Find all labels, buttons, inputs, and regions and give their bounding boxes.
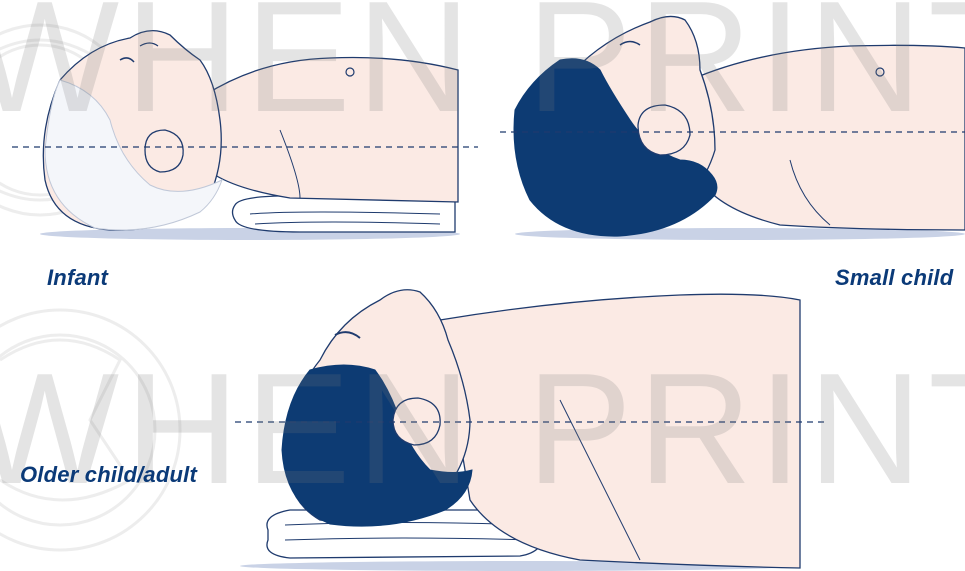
- label-small-child: Small child: [835, 265, 953, 291]
- label-older-child-adult: Older child/adult: [20, 462, 197, 488]
- small-child-ear: [638, 105, 690, 155]
- small-child-body: [690, 45, 965, 230]
- infant-body: [205, 58, 458, 203]
- older-child-adult-figure: [235, 290, 825, 571]
- small-child-figure: [500, 16, 965, 240]
- label-infant: Infant: [47, 265, 108, 291]
- infant-ear: [145, 130, 183, 172]
- infant-figure: [12, 31, 478, 240]
